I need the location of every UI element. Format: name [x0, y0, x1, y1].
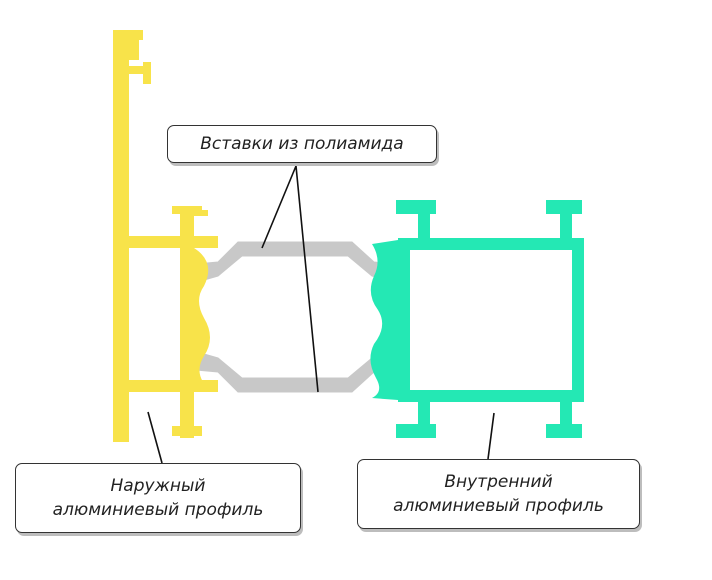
leader-lines	[147, 165, 495, 464]
callout-outer-profile-line1: Наружный	[110, 476, 206, 496]
callout-outer-profile-line2: алюминиевый профиль	[52, 500, 264, 520]
leader-line-outer-profile	[147, 411, 163, 464]
callout-inner-profile: Внутренний алюминиевый профиль	[357, 459, 640, 529]
leader-line-insert-top	[261, 165, 297, 249]
outer-aluminium-profile	[113, 30, 218, 442]
polyamide-insert-top	[195, 241, 397, 281]
callout-inner-profile-line1: Внутренний	[444, 472, 553, 492]
callout-polyamide-inserts: Вставки из полиамида	[167, 125, 437, 163]
inner-chamber	[398, 238, 584, 402]
leader-line-inner-profile	[487, 412, 495, 460]
polyamide-inserts	[195, 241, 397, 393]
polyamide-insert-bottom	[195, 353, 397, 393]
callout-outer-profile: Наружный алюминиевый профиль	[15, 463, 301, 533]
callout-polyamide-inserts-text: Вставки из полиамида	[200, 134, 404, 154]
callout-inner-profile-line2: алюминиевый профиль	[393, 496, 604, 516]
inner-aluminium-profile	[370, 200, 584, 438]
leader-line-insert-bottom	[295, 165, 319, 393]
